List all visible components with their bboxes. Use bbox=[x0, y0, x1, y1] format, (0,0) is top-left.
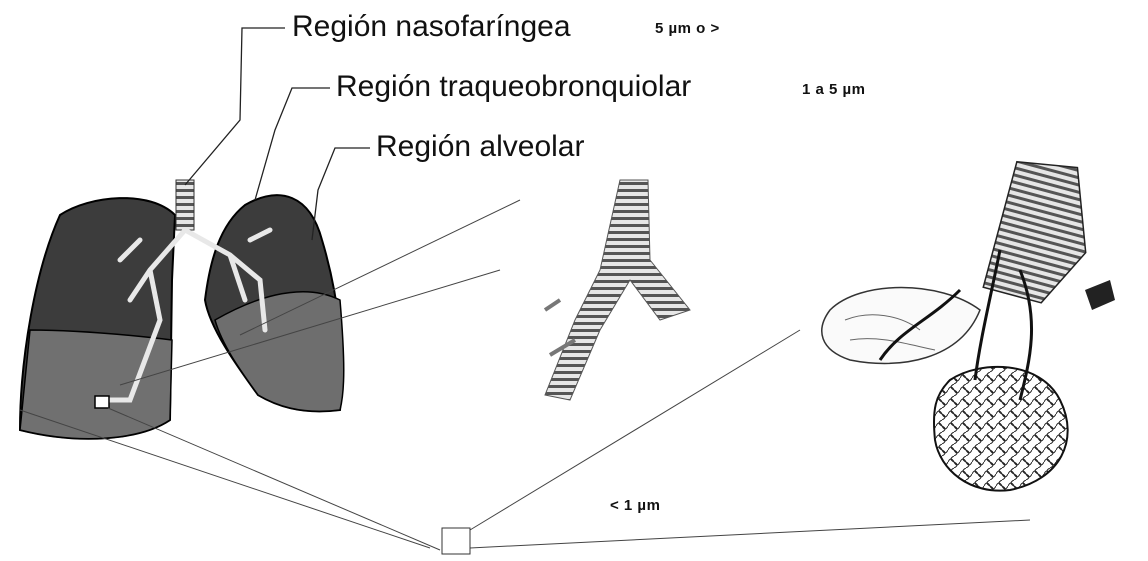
size-nasopharyngeal: 5 µm o > bbox=[655, 20, 720, 37]
label-nasopharyngeal-region: Región nasofaríngea bbox=[292, 10, 571, 44]
alveolar-sample-box bbox=[95, 396, 109, 408]
label-tracheobronchiolar-region: Región traqueobronquiolar bbox=[336, 70, 691, 104]
size-alveolar: < 1 µm bbox=[610, 497, 660, 514]
bronchi-detail-illustration bbox=[545, 180, 690, 400]
alveolus-detail-illustration bbox=[822, 152, 1115, 491]
magnified-box bbox=[442, 528, 470, 554]
size-tracheobronchiolar: 1 a 5 µm bbox=[802, 81, 866, 98]
label-alveolar-region: Región alveolar bbox=[376, 130, 584, 164]
trachea bbox=[176, 180, 194, 230]
left-lung-lower-lobe bbox=[215, 292, 344, 412]
lungs-illustration bbox=[20, 180, 344, 439]
